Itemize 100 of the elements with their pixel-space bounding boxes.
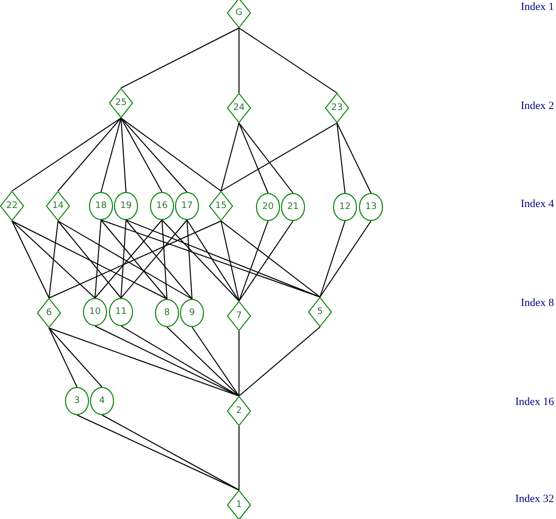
connector-line: [100, 118, 122, 192]
node-label: 18: [95, 202, 107, 210]
connector-line: [58, 220, 192, 300]
node-label: 23: [331, 104, 343, 112]
connector-line: [120, 220, 126, 298]
node-label: 17: [181, 202, 193, 210]
connector-line: [192, 326, 240, 396]
circle-node: [175, 192, 199, 220]
connector-line: [220, 220, 320, 298]
connector-line: [220, 220, 240, 302]
circle-node: [150, 192, 174, 220]
diamond-node: [37, 298, 61, 328]
index-label: Index 1: [520, 1, 554, 13]
connector-line: [162, 220, 240, 302]
node-label: 22: [6, 202, 18, 210]
connector-line: [238, 220, 268, 302]
connector-line: [186, 220, 192, 300]
connector-line: [120, 326, 240, 396]
connector-line: [166, 326, 240, 396]
node-label: 24: [233, 104, 245, 112]
index-label: Index 8: [520, 297, 554, 309]
node-label: 11: [115, 308, 127, 316]
node-label: 3: [74, 396, 80, 406]
node-label: 19: [120, 202, 132, 210]
node-label: G: [236, 8, 242, 18]
circle-node: [333, 193, 357, 221]
connector-line: [94, 220, 162, 298]
connector-line: [238, 326, 320, 396]
connector-line: [48, 328, 78, 388]
connector-line: [120, 118, 222, 192]
circle-node: [114, 192, 138, 220]
diamond-node: [308, 297, 332, 327]
connector-line: [238, 330, 240, 396]
node-label: 12: [339, 202, 351, 212]
connector-line: [238, 426, 240, 490]
diamond-node: [0, 191, 24, 221]
diamond-node: [46, 191, 70, 221]
diamond-node: [209, 191, 233, 221]
connector-line: [336, 122, 372, 194]
circle-node: [83, 298, 107, 326]
diamond-node: [227, 0, 251, 28]
node-label: 6: [46, 308, 52, 318]
connector-line: [220, 122, 338, 192]
diamond-node: [227, 396, 251, 426]
node-label: 8: [164, 308, 170, 318]
node-label: 25: [115, 98, 127, 108]
connector-line: [48, 328, 102, 388]
index-label: Index 4: [520, 198, 554, 210]
connector-line: [102, 414, 240, 490]
node-label: 13: [365, 202, 377, 212]
node-label: 16: [156, 202, 168, 210]
node-label: 2: [236, 406, 242, 416]
diamond-node: [227, 490, 251, 519]
node-label: 5: [317, 308, 323, 316]
node-label: 20: [262, 202, 274, 212]
index-label: Index 2: [520, 100, 554, 112]
connector-line: [120, 118, 126, 192]
circle-node: [256, 193, 280, 221]
connector-line: [58, 118, 122, 192]
connector-line: [320, 220, 372, 298]
connector-line: [238, 122, 268, 194]
connector-line: [48, 328, 240, 396]
connector-line: [12, 118, 122, 192]
circle-node: [90, 387, 114, 415]
connector-line: [12, 220, 50, 298]
diamond-node: [109, 88, 133, 118]
index-label: Index 32: [515, 493, 554, 505]
connector-line: [238, 28, 338, 94]
node-label: 15: [215, 202, 227, 210]
connector-line: [58, 220, 122, 298]
node-label: 14: [52, 202, 64, 210]
circle-node: [109, 298, 133, 326]
node-label: 9: [189, 308, 195, 318]
circle-node: [65, 387, 89, 415]
connector-line: [76, 414, 240, 490]
connector-line: [320, 220, 346, 298]
circle-node: [359, 193, 383, 221]
node-label: 21: [287, 202, 299, 212]
index-label: Index 16: [515, 396, 554, 408]
connector-line: [94, 220, 102, 298]
circle-node: [180, 299, 204, 327]
connector-line: [48, 220, 222, 298]
connector-line: [48, 220, 58, 298]
connector-line: [162, 220, 168, 300]
circle-node: [281, 193, 305, 221]
diamond-node: [325, 93, 349, 123]
connector-line: [100, 220, 168, 300]
connector-line: [120, 118, 162, 192]
diamond-node: [227, 301, 251, 331]
connector-line: [120, 118, 188, 192]
node-label: 1: [236, 500, 242, 510]
connector-line: [12, 220, 96, 298]
node-label: 4: [99, 396, 105, 406]
connector-line: [220, 122, 240, 192]
connector-line: [336, 122, 346, 194]
circle-node: [155, 299, 179, 327]
diamond-node: [227, 93, 251, 123]
circle-node: [89, 192, 113, 220]
connector-line: [186, 220, 240, 302]
connector-line: [238, 122, 294, 194]
